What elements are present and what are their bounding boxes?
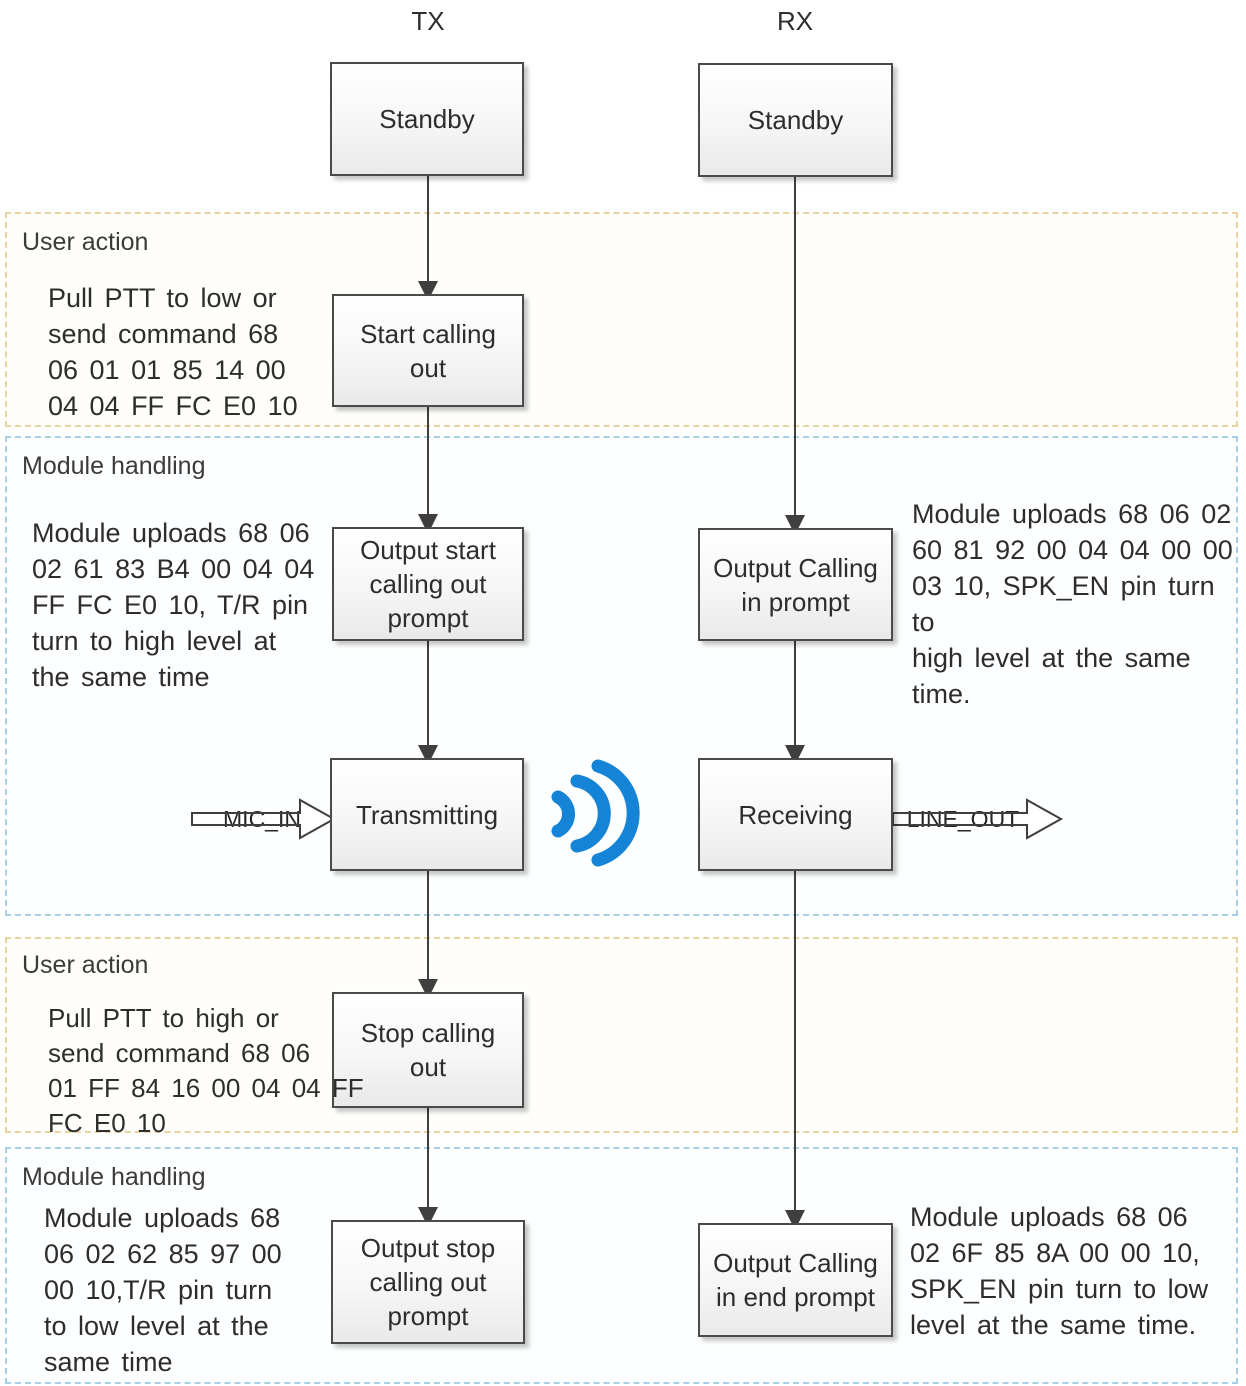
annotation-module-tx-2: Module uploads 68 06 02 62 85 97 00 00 1… — [44, 1203, 282, 1377]
annotation-user-action-1: Pull PTT to low or send command 68 06 01… — [48, 283, 298, 421]
band-user-action-2 — [5, 937, 1238, 1133]
node-tx-start-calling-out: Start calling out — [332, 294, 524, 407]
band-label-module-handling-2: Module handling — [22, 1163, 206, 1191]
band-module-handling-2 — [5, 1147, 1238, 1384]
line-out-label: LINE_OUT — [907, 806, 1019, 832]
band-label-user-action-2: User action — [22, 951, 149, 979]
node-tx-transmitting: Transmitting — [330, 758, 524, 871]
annotation-module-rx-1: Module uploads 68 06 02 60 81 92 00 04 0… — [912, 499, 1233, 709]
line-out-arrow: LINE_OUT — [892, 798, 1064, 840]
band-label-module-handling-1: Module handling — [22, 452, 206, 480]
node-tx-output-start-prompt: Output start calling out prompt — [332, 527, 524, 641]
radio-signal-icon — [551, 759, 640, 867]
mic-in-label: MIC_IN — [223, 806, 301, 832]
annotation-module-tx-1: Module uploads 68 06 02 61 83 B4 00 04 0… — [32, 518, 315, 692]
annotation-module-rx-2: Module uploads 68 06 02 6F 85 8A 00 00 1… — [910, 1202, 1209, 1340]
node-tx-stop-calling-out: Stop calling out — [332, 992, 524, 1108]
node-tx-output-stop-prompt: Output stop calling out prompt — [331, 1220, 525, 1344]
node-tx-standby: Standby — [330, 62, 524, 176]
node-rx-standby: Standby — [698, 63, 893, 177]
node-rx-receiving: Receiving — [698, 758, 893, 871]
node-rx-output-calling-in-prompt: Output Calling in prompt — [698, 528, 893, 641]
band-label-user-action-1: User action — [22, 228, 149, 256]
band-user-action-1 — [5, 212, 1238, 427]
column-header-rx: RX — [776, 6, 814, 36]
node-rx-output-calling-in-end-prompt: Output Calling in end prompt — [698, 1223, 893, 1337]
annotation-user-action-2: Pull PTT to high or send command 68 06 0… — [48, 1003, 364, 1138]
mic-in-arrow: MIC_IN — [191, 798, 337, 840]
column-header-tx: TX — [411, 6, 445, 36]
